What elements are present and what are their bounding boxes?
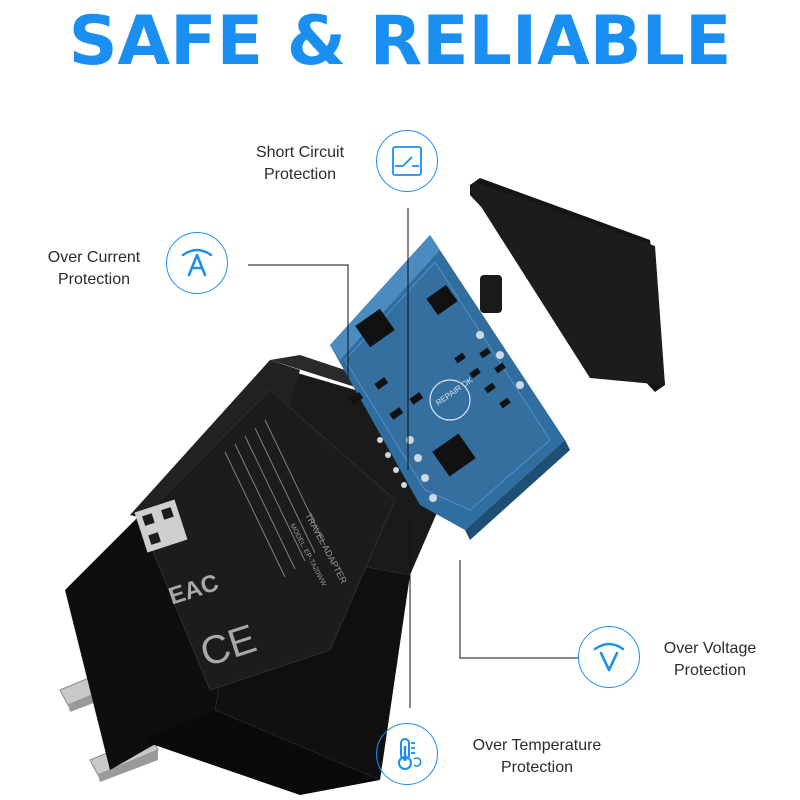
- over-voltage-line1: Over Voltage: [663, 640, 757, 657]
- callout-lines: [248, 208, 578, 708]
- over-current-label: Over Current Protection: [34, 247, 154, 291]
- over-current-icon-ring: [166, 232, 228, 294]
- short-circuit-label: Short Circuit Protection: [240, 142, 360, 186]
- circuit-board: REPAIR OK: [330, 235, 570, 540]
- over-temperature-label: Over Temperature Protection: [452, 735, 622, 779]
- headline: SAFE & RELIABLE: [68, 2, 732, 81]
- short-circuit-icon-ring: [376, 130, 438, 192]
- connector-stub: [480, 275, 502, 313]
- over-current-line2: Protection: [57, 271, 131, 288]
- over-voltage-line2: Protection: [673, 662, 747, 679]
- short-circuit-line1: Short Circuit: [255, 144, 345, 161]
- qr-code: [134, 499, 188, 553]
- over-current-line1: Over Current: [47, 249, 141, 266]
- over-temperature-line1: Over Temperature: [472, 737, 602, 754]
- over-temperature-line2: Protection: [500, 759, 574, 776]
- over-voltage-label: Over Voltage Protection: [648, 638, 772, 682]
- ampere-icon: [181, 248, 213, 277]
- voltage-icon: [593, 642, 625, 672]
- over-temperature-icon-ring: [376, 723, 438, 785]
- switch-icon: [392, 146, 422, 176]
- short-circuit-line2: Protection: [263, 166, 337, 183]
- over-voltage-icon-ring: [578, 626, 640, 688]
- thermometer-icon: [398, 738, 422, 770]
